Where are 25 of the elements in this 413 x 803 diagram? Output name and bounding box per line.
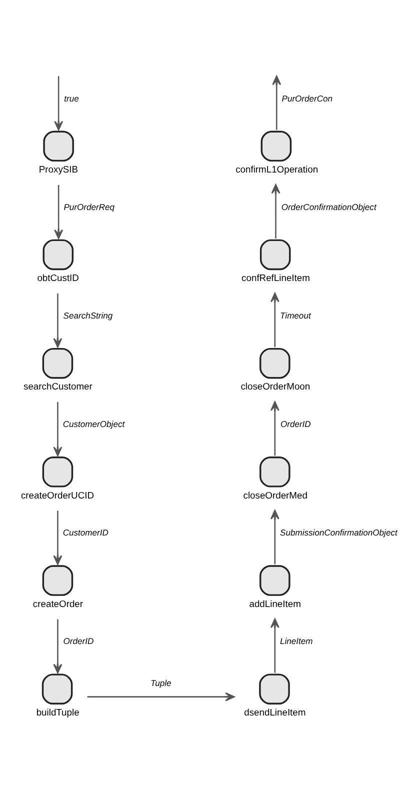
node-label: confRefLineItem: [242, 272, 310, 284]
node-label: searchCustomer: [24, 380, 92, 392]
edge-label: CustomerObject: [62, 419, 125, 430]
node-label: buildTuple: [36, 706, 80, 718]
node-label: dsendLineItem: [244, 706, 306, 718]
edge-label: OrderConfirmationObject: [281, 202, 376, 212]
node-label: closeOrderMoon: [240, 380, 310, 392]
edge-label: LineItem: [280, 636, 313, 646]
edge-label: Timeout: [280, 310, 311, 320]
edge-label: PurOrderCon: [282, 93, 333, 104]
edge-label: Tuple: [150, 678, 172, 688]
edge-label: PurOrderReq: [64, 202, 115, 212]
node-label: addLineItem: [249, 598, 301, 609]
node-label: createOrder: [32, 598, 84, 609]
edge-label: OrderID: [63, 636, 94, 646]
edge-label: SearchString: [63, 310, 113, 320]
edge-label: true: [64, 93, 79, 104]
edge-label: OrderID: [280, 419, 311, 430]
node-label: closeOrderMed: [243, 489, 308, 500]
edge-label: SubmissionConfirmationObject: [280, 528, 398, 538]
node-label: obtCustID: [37, 272, 79, 284]
node-label: ProxySIB: [38, 163, 78, 174]
node-label: confirmL1Operation: [236, 163, 318, 174]
node-label: createOrderUCID: [20, 489, 94, 500]
edge-label: CustomerID: [62, 528, 108, 538]
